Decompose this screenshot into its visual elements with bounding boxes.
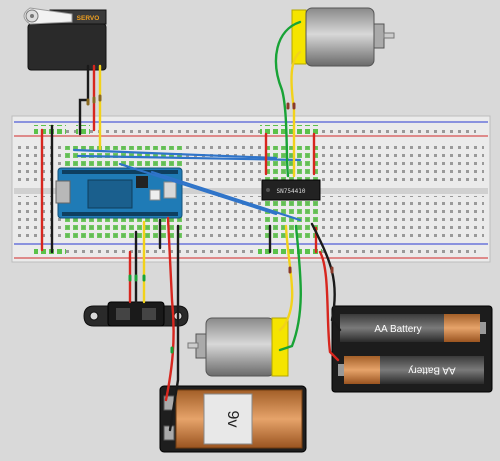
wire-bottom-motor-b: [278, 224, 294, 332]
wire-top-motor-a: [274, 20, 302, 178]
center-channel: [14, 188, 488, 194]
servo-motor: SERVO: [23, 7, 107, 71]
aa-bottom-label: AA Battery: [408, 364, 455, 375]
dc-motor-top: [291, 7, 395, 67]
wires: [40, 20, 342, 432]
wire-bottom-motor-a: [278, 224, 302, 352]
wire-aa-ground: [310, 222, 342, 332]
arduino-nano: [55, 167, 183, 219]
motor-driver-chip: SN754410: [261, 179, 321, 201]
aa-top-label: AA Battery: [374, 324, 421, 335]
battery-9v: 9v: [159, 385, 307, 453]
servo-label: SERVO: [77, 15, 100, 22]
usb-connector: [55, 180, 71, 204]
distance-sensor: [83, 301, 189, 327]
aa-battery-pack: AA Battery AA Battery: [331, 305, 493, 393]
aa-cell-bottom: AA Battery: [338, 356, 484, 384]
wire-servo-ground: [78, 64, 90, 136]
battery-9v-terminal-neg: [163, 425, 175, 441]
aa-cell-top: AA Battery: [340, 314, 486, 342]
battery-9v-label: 9v: [224, 411, 241, 428]
wire-signal-2: [76, 154, 302, 162]
wire-signal-1: [72, 148, 278, 160]
wire-top-motor-b: [290, 50, 302, 178]
wire-9v-ground: [168, 224, 180, 432]
dc-motor-bottom: [187, 317, 289, 377]
wire-aa-power: [318, 250, 340, 362]
wire-signal-3: [118, 162, 278, 216]
wire-signal-4: [150, 170, 302, 222]
chip-label: SN754410: [277, 188, 306, 195]
